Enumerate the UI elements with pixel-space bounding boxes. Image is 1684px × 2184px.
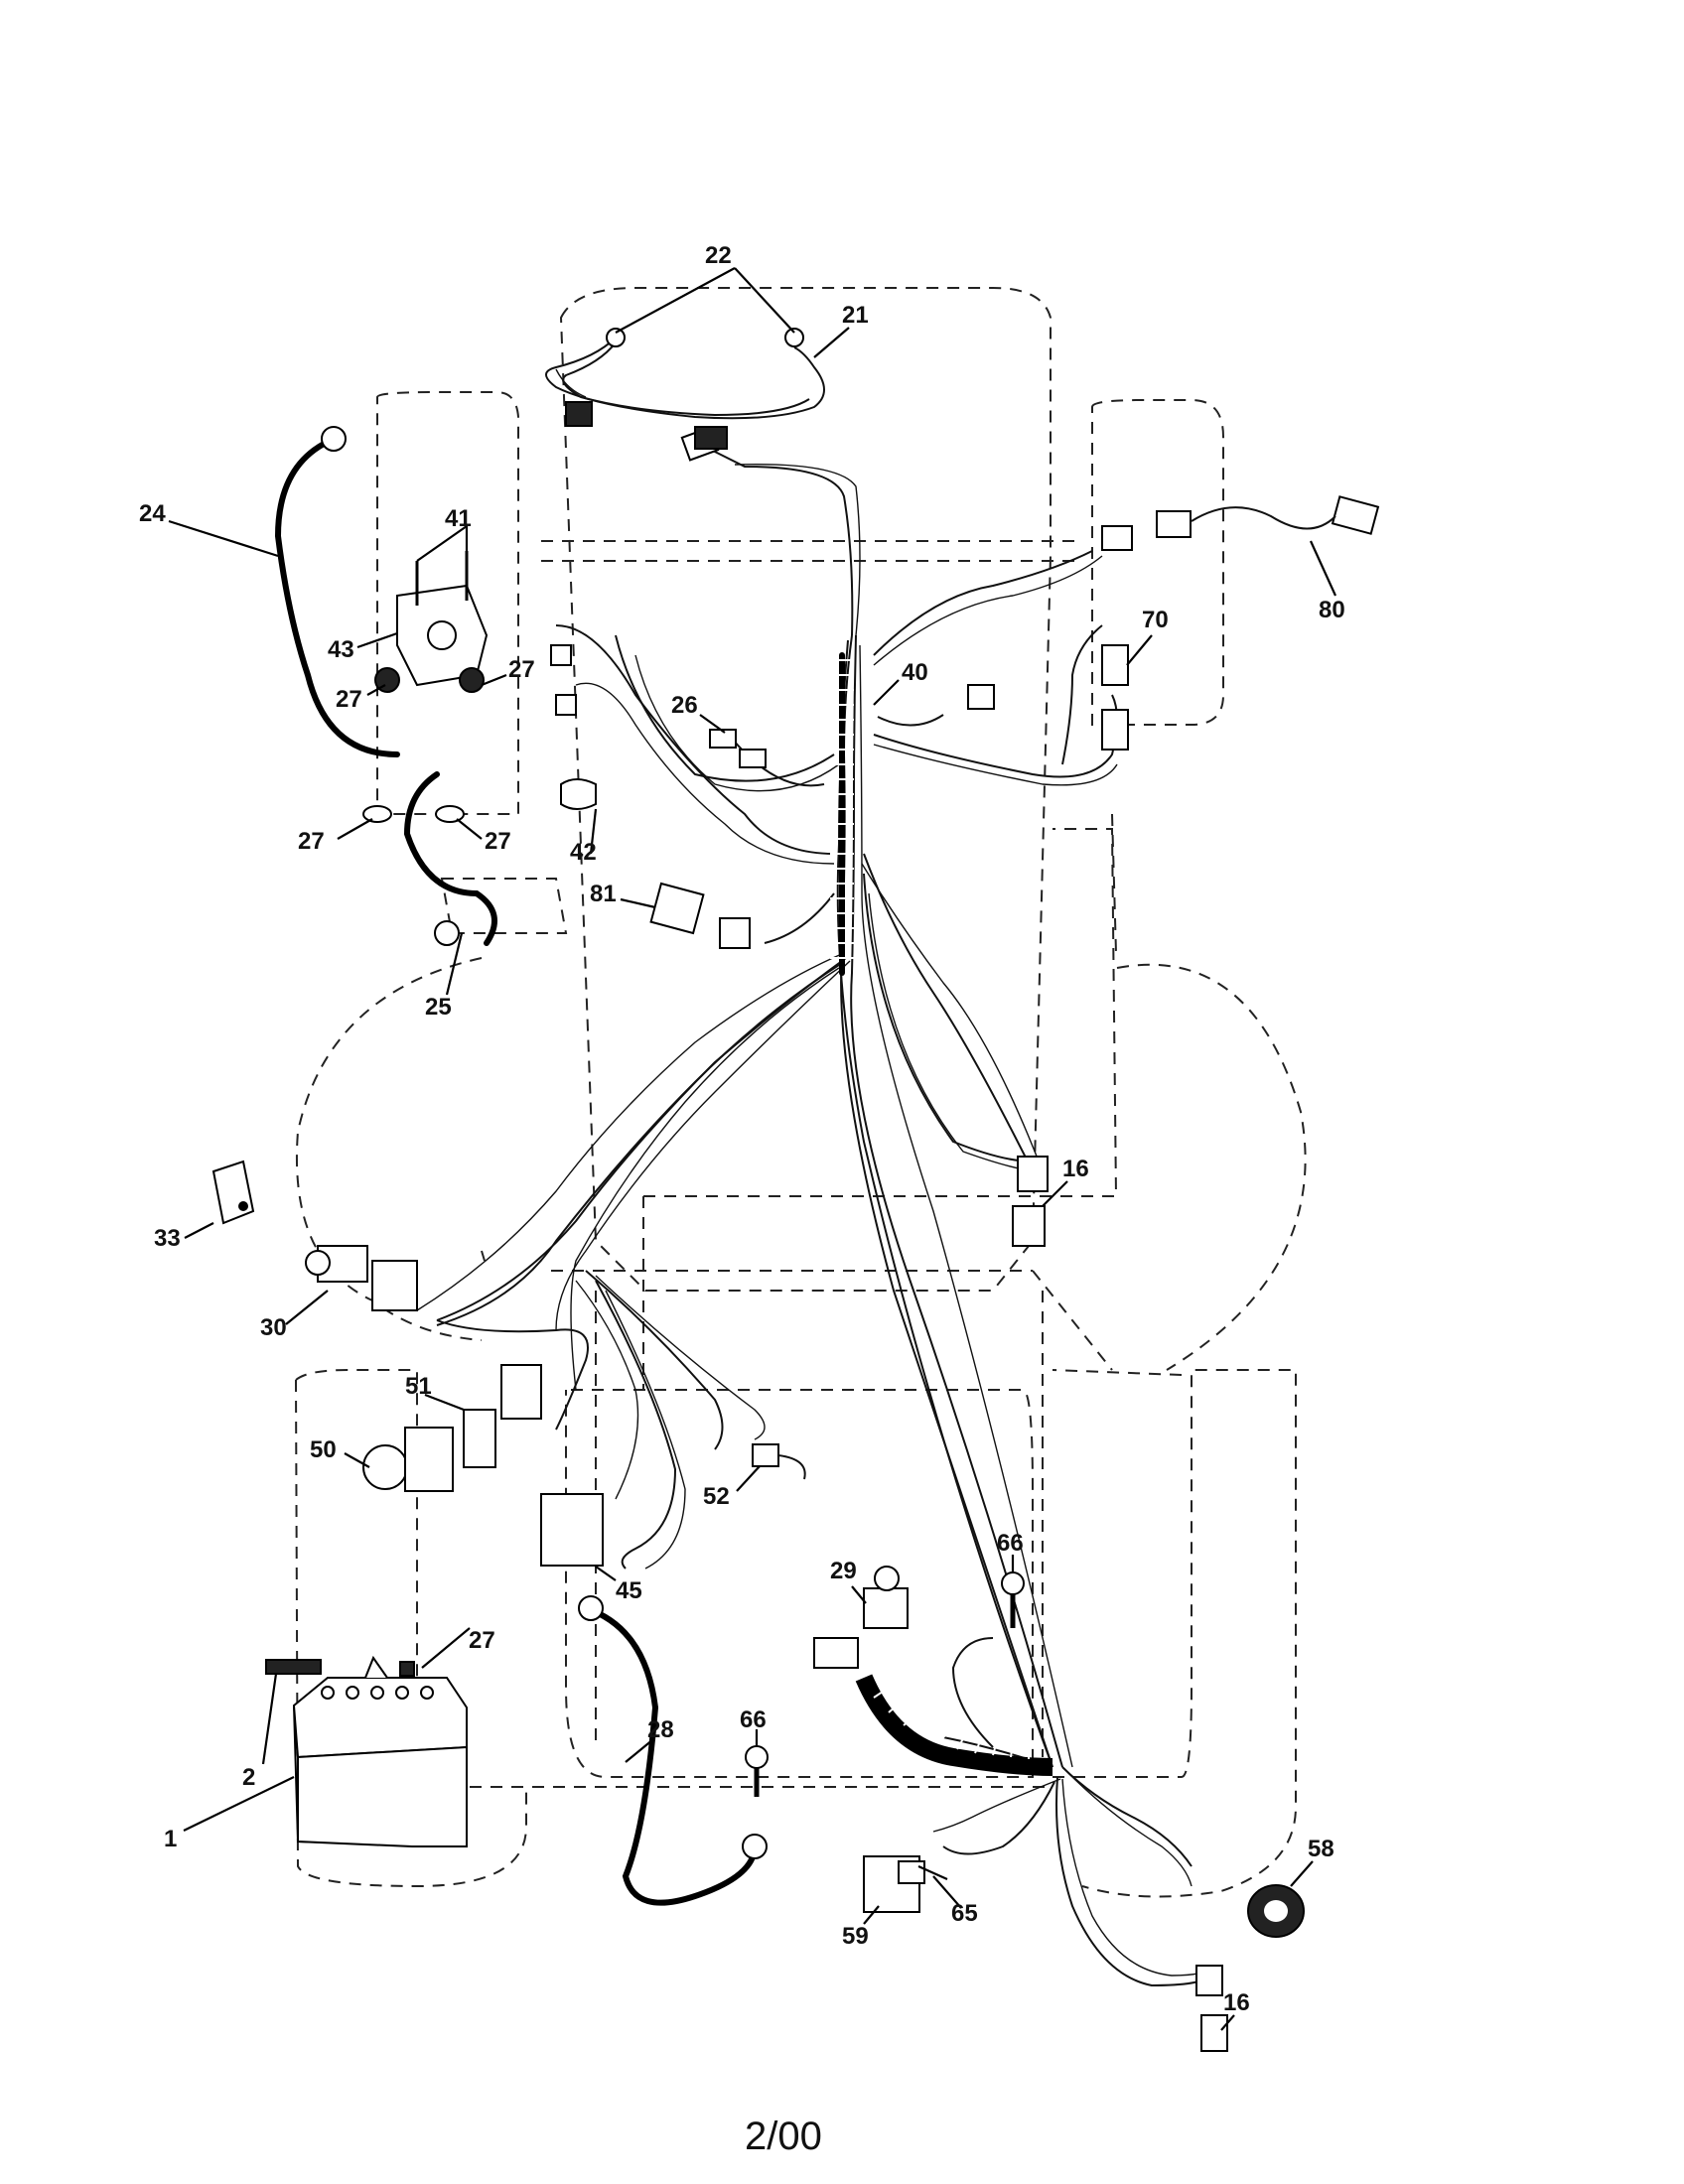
callout: 21 (842, 302, 869, 329)
callout: 2 (242, 1764, 255, 1791)
panel-parts (362, 1364, 806, 1567)
callout: 27 (336, 686, 362, 713)
callout: 30 (260, 1314, 287, 1341)
lower-parts (745, 1566, 1305, 1938)
solenoid-43 (362, 551, 489, 823)
main-harness (416, 446, 1217, 1987)
callout: 66 (997, 1530, 1024, 1557)
battery-cables (274, 426, 768, 1906)
callout: 27 (298, 828, 325, 855)
callout: 59 (842, 1923, 869, 1950)
callout: 66 (740, 1706, 767, 1733)
callout: 45 (616, 1577, 642, 1604)
callout: 27 (508, 656, 535, 683)
callout: 26 (671, 692, 698, 719)
callout: 43 (328, 636, 354, 663)
callout: 51 (405, 1373, 432, 1400)
callout: 42 (570, 839, 597, 866)
callout: 28 (647, 1716, 674, 1743)
connectors (550, 426, 1380, 2052)
harness-loom-40 (830, 652, 854, 976)
coil-cord (855, 1674, 1053, 1776)
callout: 27 (469, 1627, 495, 1654)
callout: 65 (951, 1900, 978, 1927)
callout: 50 (310, 1436, 337, 1463)
callout: 16 (1223, 1989, 1250, 2016)
callout: 40 (902, 659, 928, 686)
callout: 70 (1142, 607, 1169, 633)
callout-labels: 22 21 24 41 43 27 27 27 27 27 40 26 70 8… (139, 242, 1345, 2016)
battery-1 (265, 1655, 468, 1848)
callout: 52 (703, 1483, 730, 1510)
revision-date: 2/00 (745, 2115, 822, 2158)
headlight-harness-21 (545, 328, 825, 462)
callout: 16 (1062, 1156, 1089, 1182)
ignition-30 (211, 1160, 418, 1311)
callout: 58 (1308, 1836, 1334, 1862)
tractor-outline (295, 287, 1307, 1898)
callout: 27 (485, 828, 511, 855)
callout: 22 (705, 242, 732, 269)
callout: 80 (1319, 597, 1345, 623)
callout: 29 (830, 1558, 857, 1584)
callout: 41 (445, 505, 472, 532)
leader-lines (168, 267, 1337, 2031)
callout: 81 (590, 881, 617, 907)
callout: 1 (164, 1826, 177, 1852)
callout: 25 (425, 994, 452, 1021)
callout: 33 (154, 1225, 181, 1252)
callout: 24 (139, 500, 166, 527)
